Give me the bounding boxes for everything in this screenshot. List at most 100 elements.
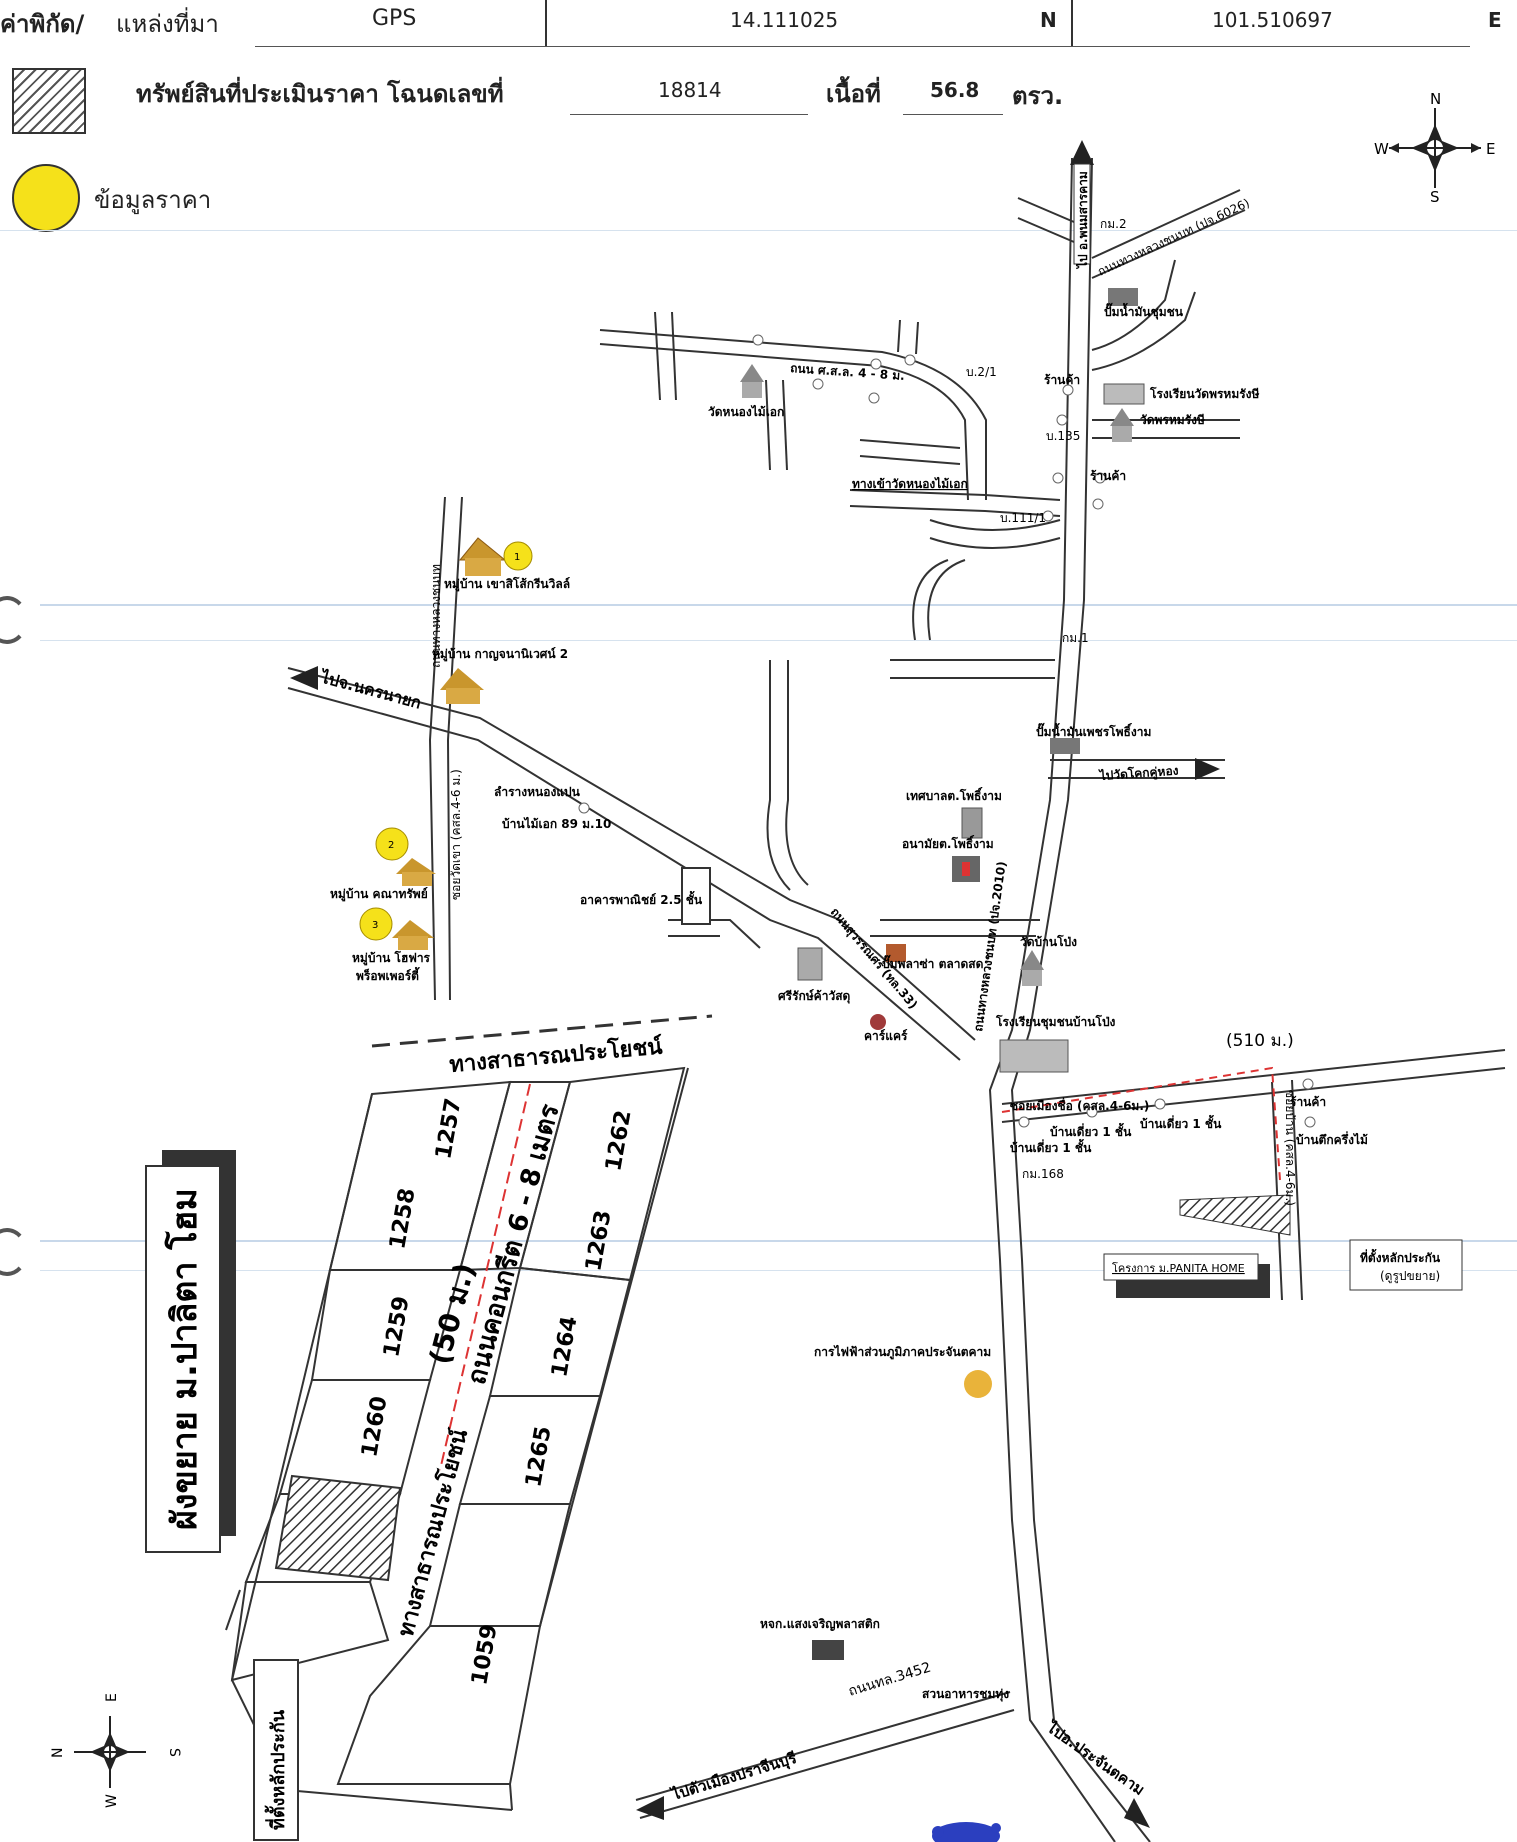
subject-parcel-main [1179, 1194, 1291, 1236]
label-commercial: อาคารพาณิชย์ 2.5 ชั้น [580, 890, 703, 907]
label-health: อนามัยต.โพธิ์งาม [902, 835, 994, 851]
area-underline [903, 114, 1003, 115]
subject-legend-swatch [12, 68, 86, 134]
gas-phet-icon [1050, 738, 1080, 754]
svg-text:2: 2 [388, 840, 394, 851]
label-municipality: เทศบาลต.โพธิ์งาม [906, 787, 1002, 803]
market-icon [886, 944, 906, 962]
inset-pillar-label: ที่ตั้งหลักประกัน [264, 1709, 289, 1830]
header-divider-2 [1071, 0, 1073, 46]
price-legend-marker [12, 164, 80, 232]
label-road-3452: ถนนทล.3452 [846, 1660, 932, 1700]
label-village-kan: หมู่บ้าน กาญจนานิเวศน์ 2 [432, 647, 568, 662]
svg-text:3: 3 [372, 920, 378, 931]
label-pea: การไฟฟ้าส่วนภูมิภาคประจันตคาม [814, 1344, 991, 1360]
label-km168: กม.168 [1022, 1167, 1064, 1181]
label-dist-510: (510 ม.) [1226, 1031, 1294, 1051]
compass-bottom-icon [74, 1716, 146, 1788]
inset-plot-1264: 1264 [547, 1314, 582, 1379]
temple-banpong-icon [1020, 950, 1044, 986]
source-value: GPS [372, 6, 417, 31]
inset-title: ผังขยาย ม.ปาลิตา โฮม [164, 1188, 205, 1530]
deed-underline [570, 114, 808, 115]
arrow-nakhon-icon [290, 666, 318, 690]
inset-plot-1262: 1262 [601, 1108, 636, 1173]
label-school-wat: โรงเรียนวัดพรหมรังษี [1149, 386, 1260, 401]
lon-dir: E [1488, 8, 1502, 32]
label-house-c: บ้านเดี่ยว 1 ชั้น [1140, 1114, 1222, 1131]
label-carcare: คาร์แคร์ [864, 1029, 908, 1043]
inset-plot-1260: 1260 [357, 1394, 392, 1459]
label-road-2010: ถนนทางหลวงชนบท (ปจ.2010) [971, 860, 1009, 1032]
label-b21: บ.2/1 [966, 365, 997, 379]
inset-plot-1265: 1265 [521, 1424, 556, 1489]
pillar-right-box [1349, 1239, 1463, 1291]
price-legend-label: ข้อมูลราคา [94, 186, 212, 214]
label-pillar-right2: (ดูรูปขยาย) [1380, 1269, 1440, 1284]
label-km2: กม.2 [1100, 217, 1127, 231]
lat-value: 14.111025 [730, 8, 839, 32]
side-roads [428, 496, 1506, 1819]
compass-bottom-s: S [166, 1748, 182, 1757]
srirak-icon [797, 947, 823, 981]
arrow-prachantakham-icon [1124, 1798, 1150, 1828]
label-village-kanta: หมู่บ้าน คณาทรัพย์ [330, 887, 428, 902]
house-dots [578, 334, 1316, 1128]
label-soi-wat: ซอยวัดเขา (คสล.4-6 ม.) [449, 769, 463, 900]
label-wat-banpong: วัดบ้านโป่ง [1020, 934, 1077, 949]
school-banpong-icon [999, 1039, 1069, 1073]
area-value: 56.8 [930, 78, 980, 102]
header-underline [255, 46, 1470, 47]
lat-dir: N [1040, 8, 1057, 32]
label-ban-maiek: บ้านไม้เอก 89 ม.10 [502, 816, 611, 831]
commercial-icon [681, 867, 711, 925]
village-2-marker: 2 [375, 827, 436, 886]
source-label: แหล่งที่มา [116, 10, 219, 38]
label-b1111: บ.111/1 [1000, 511, 1046, 525]
label-gas-community: ปั๊มน้ำมันชุมชน [1104, 302, 1184, 320]
carcare-icon [870, 1014, 886, 1030]
gas-community-icon [1108, 288, 1138, 306]
label-garden: สวนอาหารชมทุ่ง [922, 1687, 1009, 1702]
label-house-a: บ้านเดี่ยว 1 ชั้น [1050, 1122, 1132, 1139]
label-srirak: ศรีรักษ์ค้าวัสดุ [778, 989, 851, 1004]
arrow-wat-khok-icon [1195, 758, 1220, 780]
arrow-prachinburi-icon [636, 1796, 664, 1820]
label-house-b: บ้านเดี่ยว 1 ชั้น [1010, 1138, 1092, 1155]
compass-top-n: N [1430, 90, 1441, 108]
label-pillar-right: ที่ตั้งหลักประกัน [1360, 1248, 1441, 1265]
health-icon [952, 856, 980, 882]
label-pond: ลำรางหนองแปน [494, 785, 581, 799]
distance-510-line [1001, 1066, 1281, 1181]
inset-subject-parcel [274, 1474, 402, 1582]
north-arrow-road-icon [1070, 140, 1094, 165]
binder-hole-2 [0, 1228, 28, 1276]
inset-plot-1258: 1258 [385, 1186, 420, 1251]
label-factory: หจก.แสงเจริญพลาสติก [760, 1617, 880, 1631]
label-school-banpong: โรงเรียนชุมชนบ้านโป่ง [995, 1014, 1116, 1030]
subject-legend-label: ทรัพย์สินที่ประเมินราคา โฉนดเลขที่ [136, 80, 504, 108]
label-road-ssl: ถนน ศ.ส.ล. 4 - 8 ม. [790, 361, 905, 383]
guide-line-top [0, 230, 1517, 231]
label-to-nakhon: ไปจ.นครนายก [317, 667, 423, 712]
compass-top-icon [1389, 108, 1481, 188]
label-project: โครงการ ม.PANITA HOME [1112, 1261, 1245, 1275]
label-road-khao: ถนนทางหลวงชนบท [429, 564, 443, 668]
label-soi-right: ซอยบ้าน (คสล.4-6ม.) [1283, 1090, 1297, 1206]
inset-road-concrete: ถนนคอนกรีต 6 - 8 เมตร [462, 1101, 566, 1388]
label-soi-mim: ซอยเมืองชื่อ (คสล.4-6ม.) [1010, 1097, 1149, 1113]
label-to-wat-khok: ไปวัดโคกคู่หอง [1097, 763, 1179, 785]
compass-bottom-w: W [104, 1794, 120, 1808]
label-village-home2: พร็อพเพอร์ตี้ [356, 966, 420, 983]
label-village1: หมู่บ้าน เขาสิโส้กรีนวิลล์ [444, 576, 570, 592]
project-box [1103, 1253, 1270, 1298]
binder-hole-1 [0, 596, 28, 644]
label-wat-nongmaiek: วัดหนองไม้เอก [708, 404, 784, 419]
inset-public-way-bottom: ทางสาธารณประโยชน์ [392, 1426, 473, 1640]
municipality-icon [961, 807, 983, 839]
temple-prom-icon [1110, 408, 1134, 442]
village-1-marker: 1 [458, 537, 533, 576]
temple-nongmaiek-icon [740, 364, 764, 398]
label-shop3: ร้านค้า [1290, 1095, 1326, 1109]
